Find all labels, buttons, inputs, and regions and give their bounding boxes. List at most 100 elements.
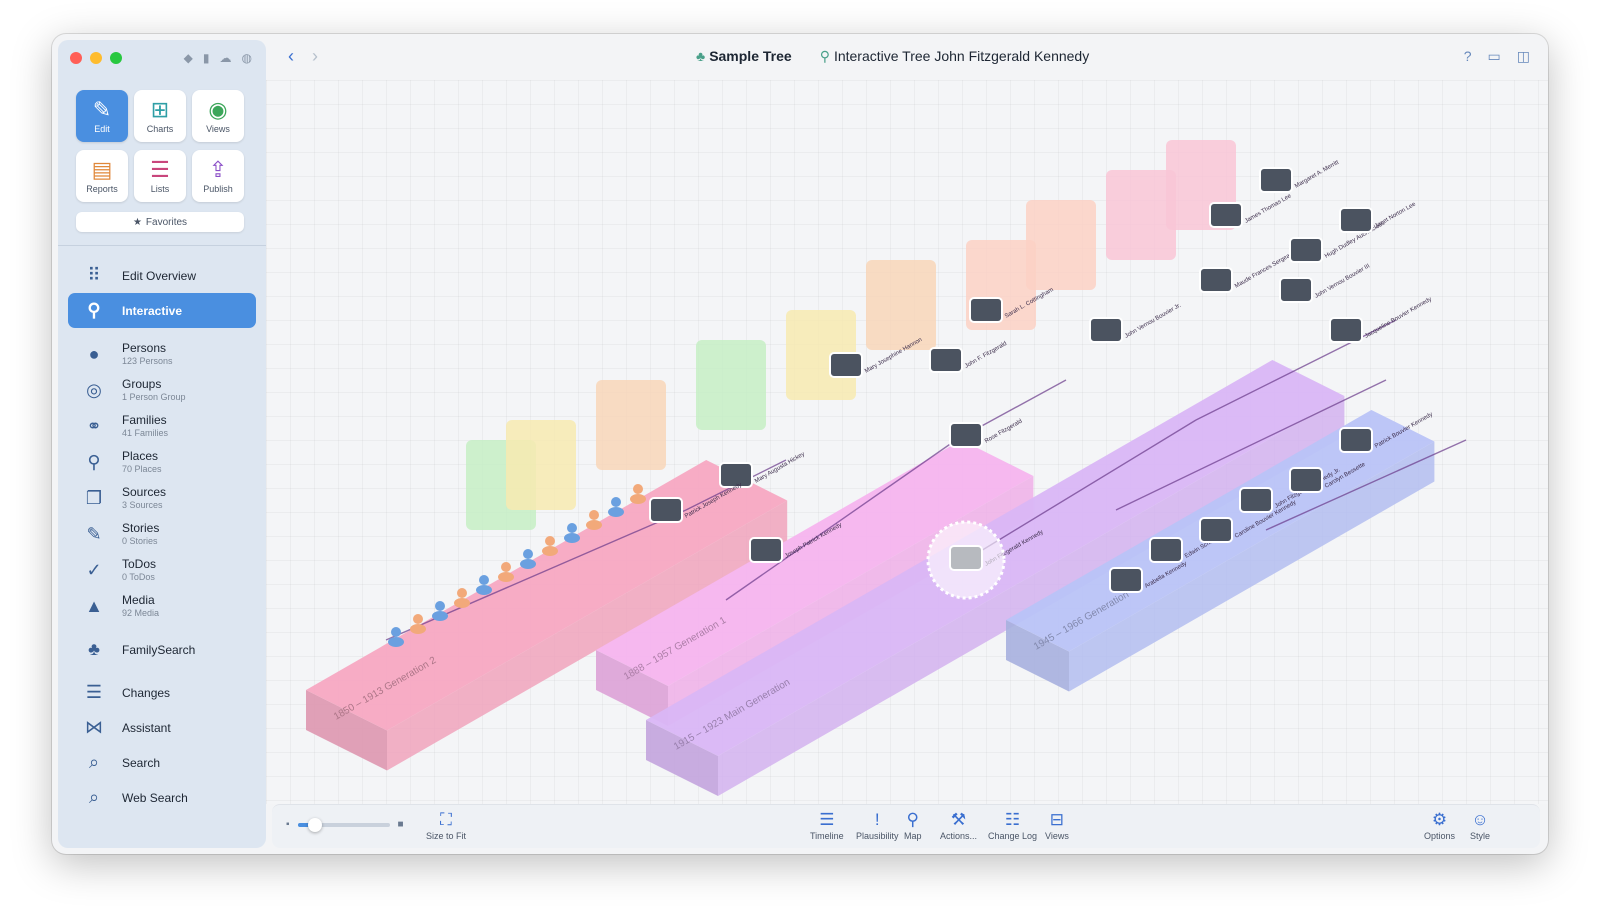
- tile-label: Lists: [150, 183, 170, 194]
- pencil-icon: ✎: [92, 96, 112, 122]
- places-icon: ⚲: [87, 451, 101, 472]
- sidebar-item-familysearch[interactable]: ♣FamilySearch: [68, 632, 256, 667]
- tile-publish[interactable]: ⇪Publish: [192, 150, 244, 202]
- tag-icon[interactable]: ◆: [183, 51, 193, 65]
- person-name-label: John F. Fitzgerald: [964, 341, 1008, 370]
- forward-arrow-icon[interactable]: ›: [312, 46, 318, 66]
- size-to-fit-label: Size to Fit: [426, 831, 467, 841]
- person-portrait: [1339, 207, 1373, 233]
- generation-slab-front: [1069, 441, 1435, 692]
- generation-slab-front: [718, 396, 1345, 796]
- change-log-button[interactable]: ☷Change Log: [988, 809, 1037, 841]
- sidebar-item-label: Persons: [122, 340, 167, 355]
- tile-lists[interactable]: ☰Lists: [134, 150, 186, 202]
- person-figure-body: [630, 494, 646, 504]
- person-figure-head: [435, 601, 445, 611]
- app-window: ◆ ▮ ☁ ◍ ✎Edit⊞Charts◉Views ▤Reports☰Lists…: [52, 34, 1548, 854]
- minimize-button[interactable]: [90, 52, 102, 64]
- tile-reports[interactable]: ▤Reports: [76, 150, 128, 202]
- person-figure-head: [501, 562, 511, 572]
- tile-label: Publish: [203, 183, 233, 194]
- zoom-slider-fill: [297, 822, 313, 827]
- sidebar-item-search[interactable]: ⌕Search: [68, 745, 256, 780]
- sidebar-item-changes[interactable]: ☰Changes: [68, 675, 256, 710]
- tool-label: Actions...: [940, 831, 978, 841]
- generation-slab-side: [1006, 620, 1069, 692]
- sidebar-item-edit-overview[interactable]: ⠿ Edit Overview: [68, 258, 256, 293]
- person-figure-head: [611, 497, 621, 507]
- back-arrow-icon[interactable]: ‹: [288, 46, 294, 66]
- zoom-in-icon[interactable]: ■: [397, 819, 404, 830]
- sidebar-item-label: Edit Overview: [122, 268, 197, 283]
- plausibility-button[interactable]: !Plausibility: [856, 809, 899, 841]
- globe-icon[interactable]: ◍: [241, 51, 252, 65]
- zoom-control: ▪ ■: [286, 817, 404, 832]
- sidebar-item-assistant[interactable]: ⋈Assistant: [68, 710, 256, 745]
- document-title: ♣Sample Tree: [696, 48, 792, 64]
- sidebar-item-label: Stories: [122, 520, 160, 535]
- sidebar-item-label: Changes: [122, 685, 171, 700]
- sidebar-item-interactive[interactable]: ⚲Interactive: [68, 293, 256, 328]
- person-name-label: John Vernou Bouvier Jr.: [1124, 303, 1182, 340]
- assistant-icon: ⋈: [85, 717, 103, 737]
- person-portrait: [1109, 567, 1143, 593]
- sidebar-item-web-search[interactable]: ⌕Web Search: [68, 780, 256, 815]
- person-name-label: Rose Fitzgerald: [984, 419, 1023, 445]
- tile-charts[interactable]: ⊞Charts: [134, 90, 186, 142]
- tile-edit[interactable]: ✎Edit: [76, 90, 128, 142]
- zoom-slider[interactable]: [297, 817, 390, 832]
- generation-slab-top: [306, 460, 788, 731]
- hammer-icon: ⚒: [950, 810, 967, 829]
- help-icon[interactable]: ?: [1463, 48, 1472, 64]
- cloud-icon[interactable]: ☁: [219, 51, 232, 65]
- web-search-icon: ⌕: [88, 787, 100, 807]
- person-figure-body: [432, 611, 448, 621]
- actions-button[interactable]: ⚒ Actions...: [940, 809, 977, 841]
- sidebar-item-label: Groups: [122, 376, 162, 391]
- bookmark-icon[interactable]: ▮: [202, 51, 210, 65]
- sidebar-item-count: 3 Sources: [122, 499, 163, 510]
- ancestor-block: [1026, 200, 1096, 290]
- options-button[interactable]: ⚙Options: [1424, 809, 1455, 841]
- person-name-label: Jacqueline Bouvier Kennedy: [1364, 297, 1433, 340]
- person-portrait: [1199, 267, 1233, 293]
- person-name-label: Margaret A. Merritt: [1294, 160, 1340, 190]
- tile-views[interactable]: ◉Views: [192, 90, 244, 142]
- inspector-toggle-icon[interactable]: ◫: [1516, 48, 1530, 64]
- timeline-button[interactable]: ☰Timeline: [810, 809, 844, 841]
- sidebar-item-text: Changes: [122, 687, 170, 699]
- size-to-fit-button[interactable]: ⛶ Size to Fit: [426, 809, 466, 841]
- style-icon: ☺: [1471, 810, 1489, 829]
- close-button[interactable]: [70, 52, 82, 64]
- window-layout-icon[interactable]: ▭: [1487, 48, 1501, 64]
- edit-overview-icon: ⠿: [87, 265, 101, 285]
- tool-label: Views: [1045, 831, 1069, 841]
- person-figure-body: [410, 624, 426, 634]
- zoom-slider-knob[interactable]: [308, 817, 323, 832]
- favorites-button[interactable]: ★ Favorites: [76, 212, 244, 232]
- interactive-tree-icon: ⚲: [819, 48, 830, 64]
- views-icon: ⊟: [1049, 810, 1065, 829]
- style-button[interactable]: ☺Style: [1470, 809, 1490, 841]
- zoom-out-icon[interactable]: ▪: [286, 819, 290, 830]
- person-portrait: [1259, 167, 1293, 193]
- zoom-button[interactable]: [110, 52, 122, 64]
- map-button[interactable]: ⚲Map: [904, 809, 922, 841]
- generation-slab-top: [596, 440, 1034, 686]
- views-button[interactable]: ⊟ Views: [1045, 809, 1069, 841]
- person-figure-head: [523, 549, 533, 559]
- tool-label: Options: [1424, 831, 1456, 841]
- person-portrait: [929, 347, 963, 373]
